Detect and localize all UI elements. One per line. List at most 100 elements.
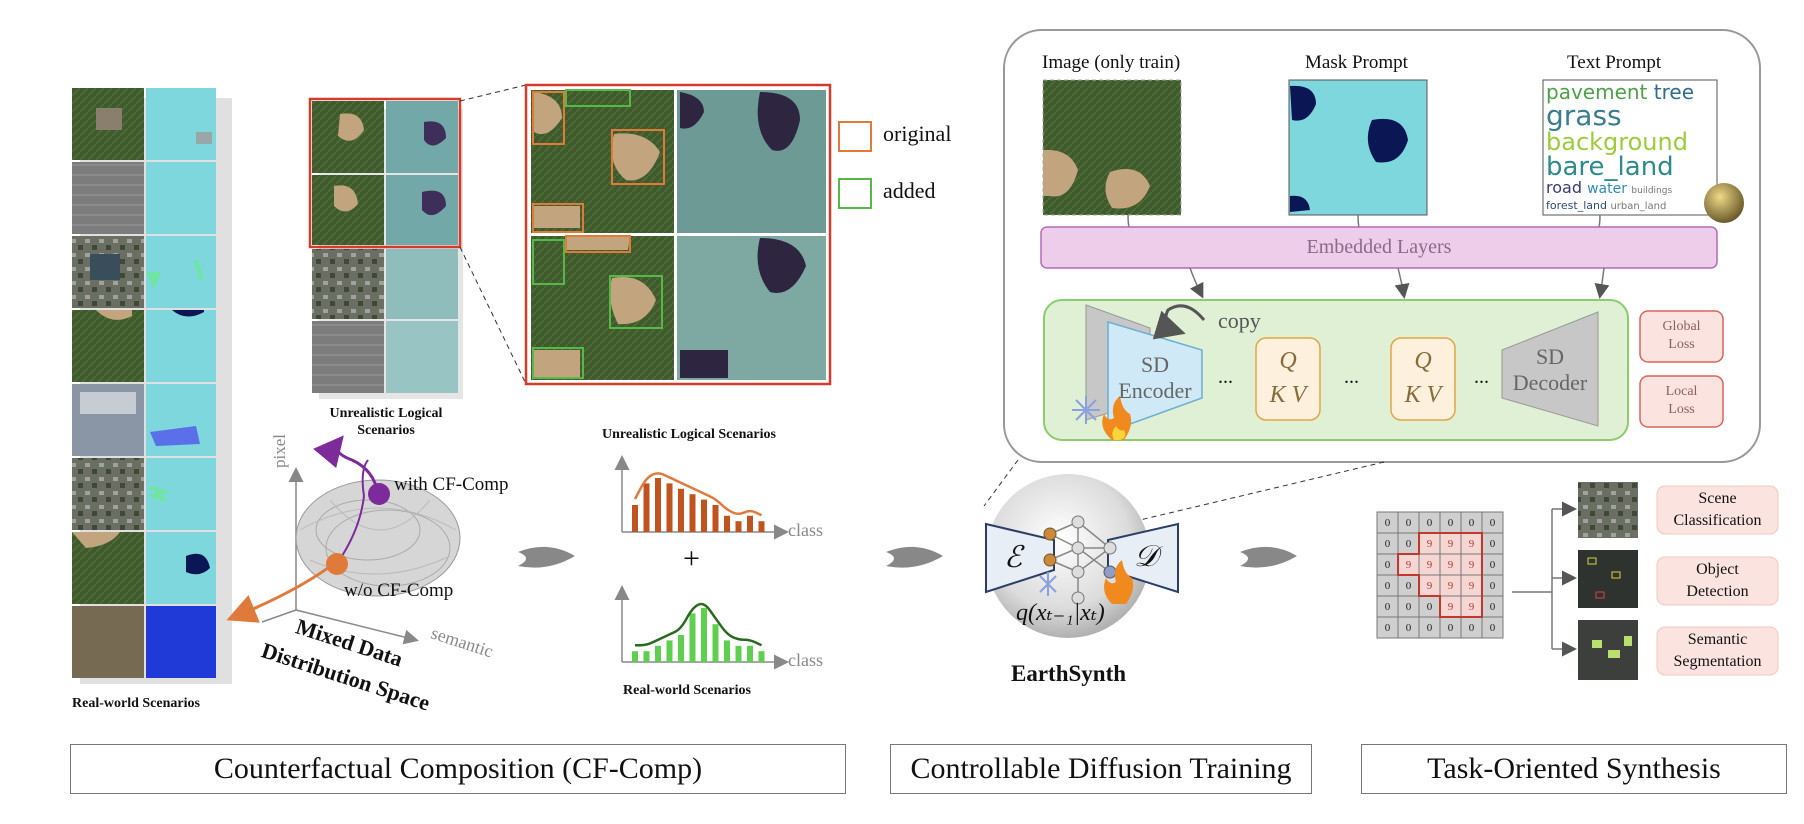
chart-top-xlabel: class bbox=[788, 520, 823, 540]
task-box-detection bbox=[1656, 556, 1779, 606]
chart-bottom-title: Real-world Scenarios bbox=[623, 683, 751, 698]
bar-0-4 bbox=[678, 488, 684, 532]
word-cloud-term: bare_land bbox=[1546, 152, 1674, 182]
task-thumb-scene bbox=[1578, 482, 1638, 538]
sd-decoder-line1: SD bbox=[1535, 344, 1565, 369]
bar-0-8 bbox=[724, 515, 730, 532]
task2-line1: Object bbox=[1696, 561, 1739, 578]
bar-1-1 bbox=[643, 651, 650, 662]
grid-value: 0 bbox=[1406, 580, 1412, 592]
grid-value: 9 bbox=[1427, 559, 1433, 571]
bar-1-11 bbox=[758, 651, 765, 662]
text-prompt-label: Text Prompt bbox=[1567, 52, 1662, 73]
training-panel bbox=[1003, 29, 1761, 463]
grid-value: 0 bbox=[1385, 622, 1391, 634]
unrealistic-tiles bbox=[308, 97, 463, 399]
encoder-symbol: ℰ bbox=[1004, 541, 1023, 574]
local-loss-line2: Loss bbox=[1668, 402, 1695, 417]
bar-1-9 bbox=[735, 645, 742, 662]
grid-value: 9 bbox=[1427, 538, 1433, 550]
grid-value: 9 bbox=[1406, 559, 1412, 571]
grid-value: 0 bbox=[1385, 538, 1391, 550]
grid-value: 0 bbox=[1490, 517, 1496, 529]
q-label-1: Q bbox=[1279, 347, 1297, 374]
grid-outline bbox=[1397, 532, 1483, 618]
grid-value: 0 bbox=[1406, 622, 1412, 634]
unrealistic-label: Unrealistic Logical Scenarios bbox=[329, 406, 443, 438]
small-globe-icon bbox=[1704, 183, 1744, 223]
grid-value: 9 bbox=[1427, 580, 1433, 592]
grid-value: 0 bbox=[1490, 559, 1496, 571]
stage-training: Controllable Diffusion Training bbox=[890, 744, 1312, 794]
grid-value: 0 bbox=[1427, 601, 1433, 613]
real-world-label: Real-world Scenarios bbox=[72, 696, 200, 711]
grid-value: 9 bbox=[1448, 538, 1454, 550]
grid-value: 9 bbox=[1469, 601, 1475, 613]
grid-value: 0 bbox=[1406, 601, 1412, 613]
q-label-2: Q bbox=[1414, 347, 1432, 374]
task-box-scene bbox=[1656, 485, 1779, 535]
grid-value: 0 bbox=[1406, 538, 1412, 550]
flow-arrow-1 bbox=[518, 546, 575, 568]
bar-1-2 bbox=[655, 645, 661, 662]
grid-value: 0 bbox=[1406, 517, 1412, 529]
legend-original-label: original bbox=[883, 121, 952, 146]
without-cf-label: w/o CF-Comp bbox=[344, 580, 454, 601]
bar-1-3 bbox=[666, 640, 673, 662]
task2-line2: Detection bbox=[1686, 583, 1749, 600]
grid-value: 0 bbox=[1448, 622, 1454, 634]
word-cloud-term: background bbox=[1546, 128, 1688, 156]
with-cf-label: with CF-Comp bbox=[394, 474, 509, 495]
real-world-strip bbox=[72, 88, 232, 684]
word-cloud-term: water bbox=[1587, 181, 1632, 197]
chart-bottom-xlabel: class bbox=[788, 650, 823, 670]
bar-0-7 bbox=[712, 505, 719, 532]
embedded-layers-label: Embedded Layers bbox=[1306, 236, 1452, 258]
grid-value: 0 bbox=[1385, 601, 1391, 613]
model-name: EarthSynth bbox=[1011, 661, 1127, 686]
earthsynth-model bbox=[985, 474, 1179, 638]
bar-0-1 bbox=[643, 483, 650, 532]
word-cloud-term: tree bbox=[1653, 82, 1694, 104]
task3-line1: Semantic bbox=[1687, 631, 1748, 648]
task1-line1: Scene bbox=[1698, 490, 1737, 507]
kv-label-1: K V bbox=[1269, 381, 1307, 408]
task1-line2: Classification bbox=[1673, 512, 1762, 529]
task-thumb-detection bbox=[1578, 550, 1638, 608]
grid-cell bbox=[1481, 616, 1504, 639]
flow-arrow-3 bbox=[1240, 546, 1297, 568]
plus-sign: + bbox=[683, 542, 700, 575]
grid-value: 0 bbox=[1385, 580, 1391, 592]
stage-cf-comp: Counterfactual Composition (CF-Comp) bbox=[70, 744, 846, 794]
mask-prompt-label: Mask Prompt bbox=[1305, 52, 1408, 73]
grid-value: 9 bbox=[1469, 580, 1475, 592]
text-prompt-cloud bbox=[1542, 79, 1718, 216]
word-cloud: pavement tree grass background bare_land… bbox=[1546, 82, 1714, 212]
distribution-space bbox=[226, 435, 461, 645]
grid-value: 9 bbox=[1448, 559, 1454, 571]
grid-value: 0 bbox=[1385, 517, 1391, 529]
grid-value: 0 bbox=[1490, 601, 1496, 613]
sd-encoder-line2: Encoder bbox=[1118, 378, 1192, 403]
bar-1-4 bbox=[678, 635, 684, 662]
axis-pixel-label: pixel bbox=[270, 434, 289, 468]
word-cloud-term: urban_land bbox=[1610, 201, 1667, 212]
bar-1-6 bbox=[701, 608, 707, 662]
flow-arrow-2 bbox=[886, 546, 943, 568]
bar-0-5 bbox=[689, 494, 696, 532]
legend-original-swatch bbox=[838, 121, 872, 152]
bar-1-7 bbox=[712, 624, 719, 662]
word-cloud-term: grass bbox=[1546, 99, 1622, 132]
chart-top-title: Unrealistic Logical Scenarios bbox=[602, 427, 776, 442]
fire-icon bbox=[1102, 396, 1132, 440]
sd-encoder-line1: SD bbox=[1140, 352, 1170, 377]
grid-value: 0 bbox=[1448, 517, 1454, 529]
task-box-segmentation bbox=[1656, 626, 1779, 676]
word-cloud-term: buildings bbox=[1631, 186, 1673, 196]
word-cloud-term: road bbox=[1546, 178, 1588, 197]
grid-value: 0 bbox=[1427, 622, 1433, 634]
dots-3: ... bbox=[1474, 366, 1489, 388]
dots-1: ... bbox=[1218, 366, 1233, 388]
